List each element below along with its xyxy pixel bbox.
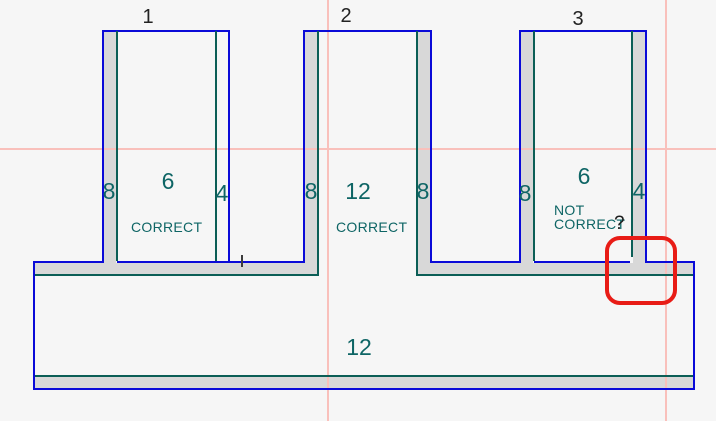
structure1-inner-left-edge — [116, 31, 118, 261]
structure3-outer-left-edge — [519, 30, 521, 263]
manifold-left-edge — [33, 261, 35, 390]
structure3-inner-left-edge — [533, 31, 535, 261]
structure3-left-dim: 8 — [518, 180, 532, 206]
band-top-edge-segment-d — [534, 261, 630, 263]
band-top-edge-segment-a — [35, 261, 102, 263]
band-top-edge-segment-e — [647, 261, 693, 263]
structure1-left-wall-fill — [103, 31, 116, 263]
structure3-center-dim: 6 — [577, 163, 591, 189]
error-highlight-box — [605, 236, 677, 305]
bottom-band-inner-edge — [35, 375, 693, 377]
structure3-right-dim: 4 — [632, 178, 646, 204]
structure1-left-dim: 8 — [102, 178, 116, 204]
structure1-right-dim: 4 — [215, 180, 229, 206]
manifold-bottom-edge — [33, 388, 695, 390]
structure2-inner-left-edge — [317, 31, 319, 276]
structure2-left-dim: 8 — [304, 178, 318, 204]
top-band-inner-edge-right — [416, 274, 693, 276]
construction-line-vertical-left — [327, 0, 329, 421]
structure3-left-wall-fill — [521, 31, 533, 263]
structure2-title: 2 — [340, 5, 352, 27]
construction-line-horizontal — [0, 148, 716, 150]
top-band-fill-right — [417, 263, 693, 274]
manifold-right-edge — [693, 261, 695, 390]
endpoint-tick-mark — [241, 255, 243, 267]
structure2-outer-left-edge — [303, 30, 305, 263]
structure2-note: CORRECT — [336, 219, 408, 235]
manifold-center-dim: 12 — [346, 334, 372, 360]
bottom-band-fill — [35, 377, 693, 388]
structure1-top-edge — [102, 30, 230, 32]
construction-line-vertical-right — [665, 0, 667, 421]
structure2-right-wall-fill — [418, 31, 430, 263]
structure3-note-line1: NOT — [554, 202, 585, 218]
structure2-outer-right-edge — [430, 30, 432, 263]
structure3-question-mark: ? — [614, 213, 625, 234]
structure2-right-dim: 8 — [416, 178, 430, 204]
structure3-outer-right-edge — [645, 30, 647, 263]
structure1-title: 1 — [142, 6, 154, 28]
structure1-center-dim: 6 — [161, 168, 175, 194]
structure1-outer-left-edge — [102, 30, 104, 263]
structure2-left-wall-fill — [304, 31, 317, 263]
structure1-right-wall-inner-edge — [215, 31, 217, 261]
structure3-note-line2: CORRECT — [554, 216, 626, 232]
structure3-title: 3 — [572, 8, 584, 30]
top-band-fill-left — [35, 263, 318, 274]
band-top-edge-segment-c — [432, 261, 519, 263]
structure2-top-edge — [303, 30, 432, 32]
structure3-right-wall-fill — [633, 31, 646, 263]
structure1-note: CORRECT — [131, 219, 203, 235]
structure2-inner-right-edge — [416, 31, 418, 276]
top-band-inner-edge-left — [35, 274, 319, 276]
band-top-edge-segment-b — [117, 261, 303, 263]
structure3-right-wall-inner-edge-unjoined — [631, 31, 633, 257]
structure3-top-edge — [519, 30, 647, 32]
structure1-right-wall-outer-edge — [228, 30, 230, 263]
structure2-center-dim: 12 — [345, 178, 371, 204]
